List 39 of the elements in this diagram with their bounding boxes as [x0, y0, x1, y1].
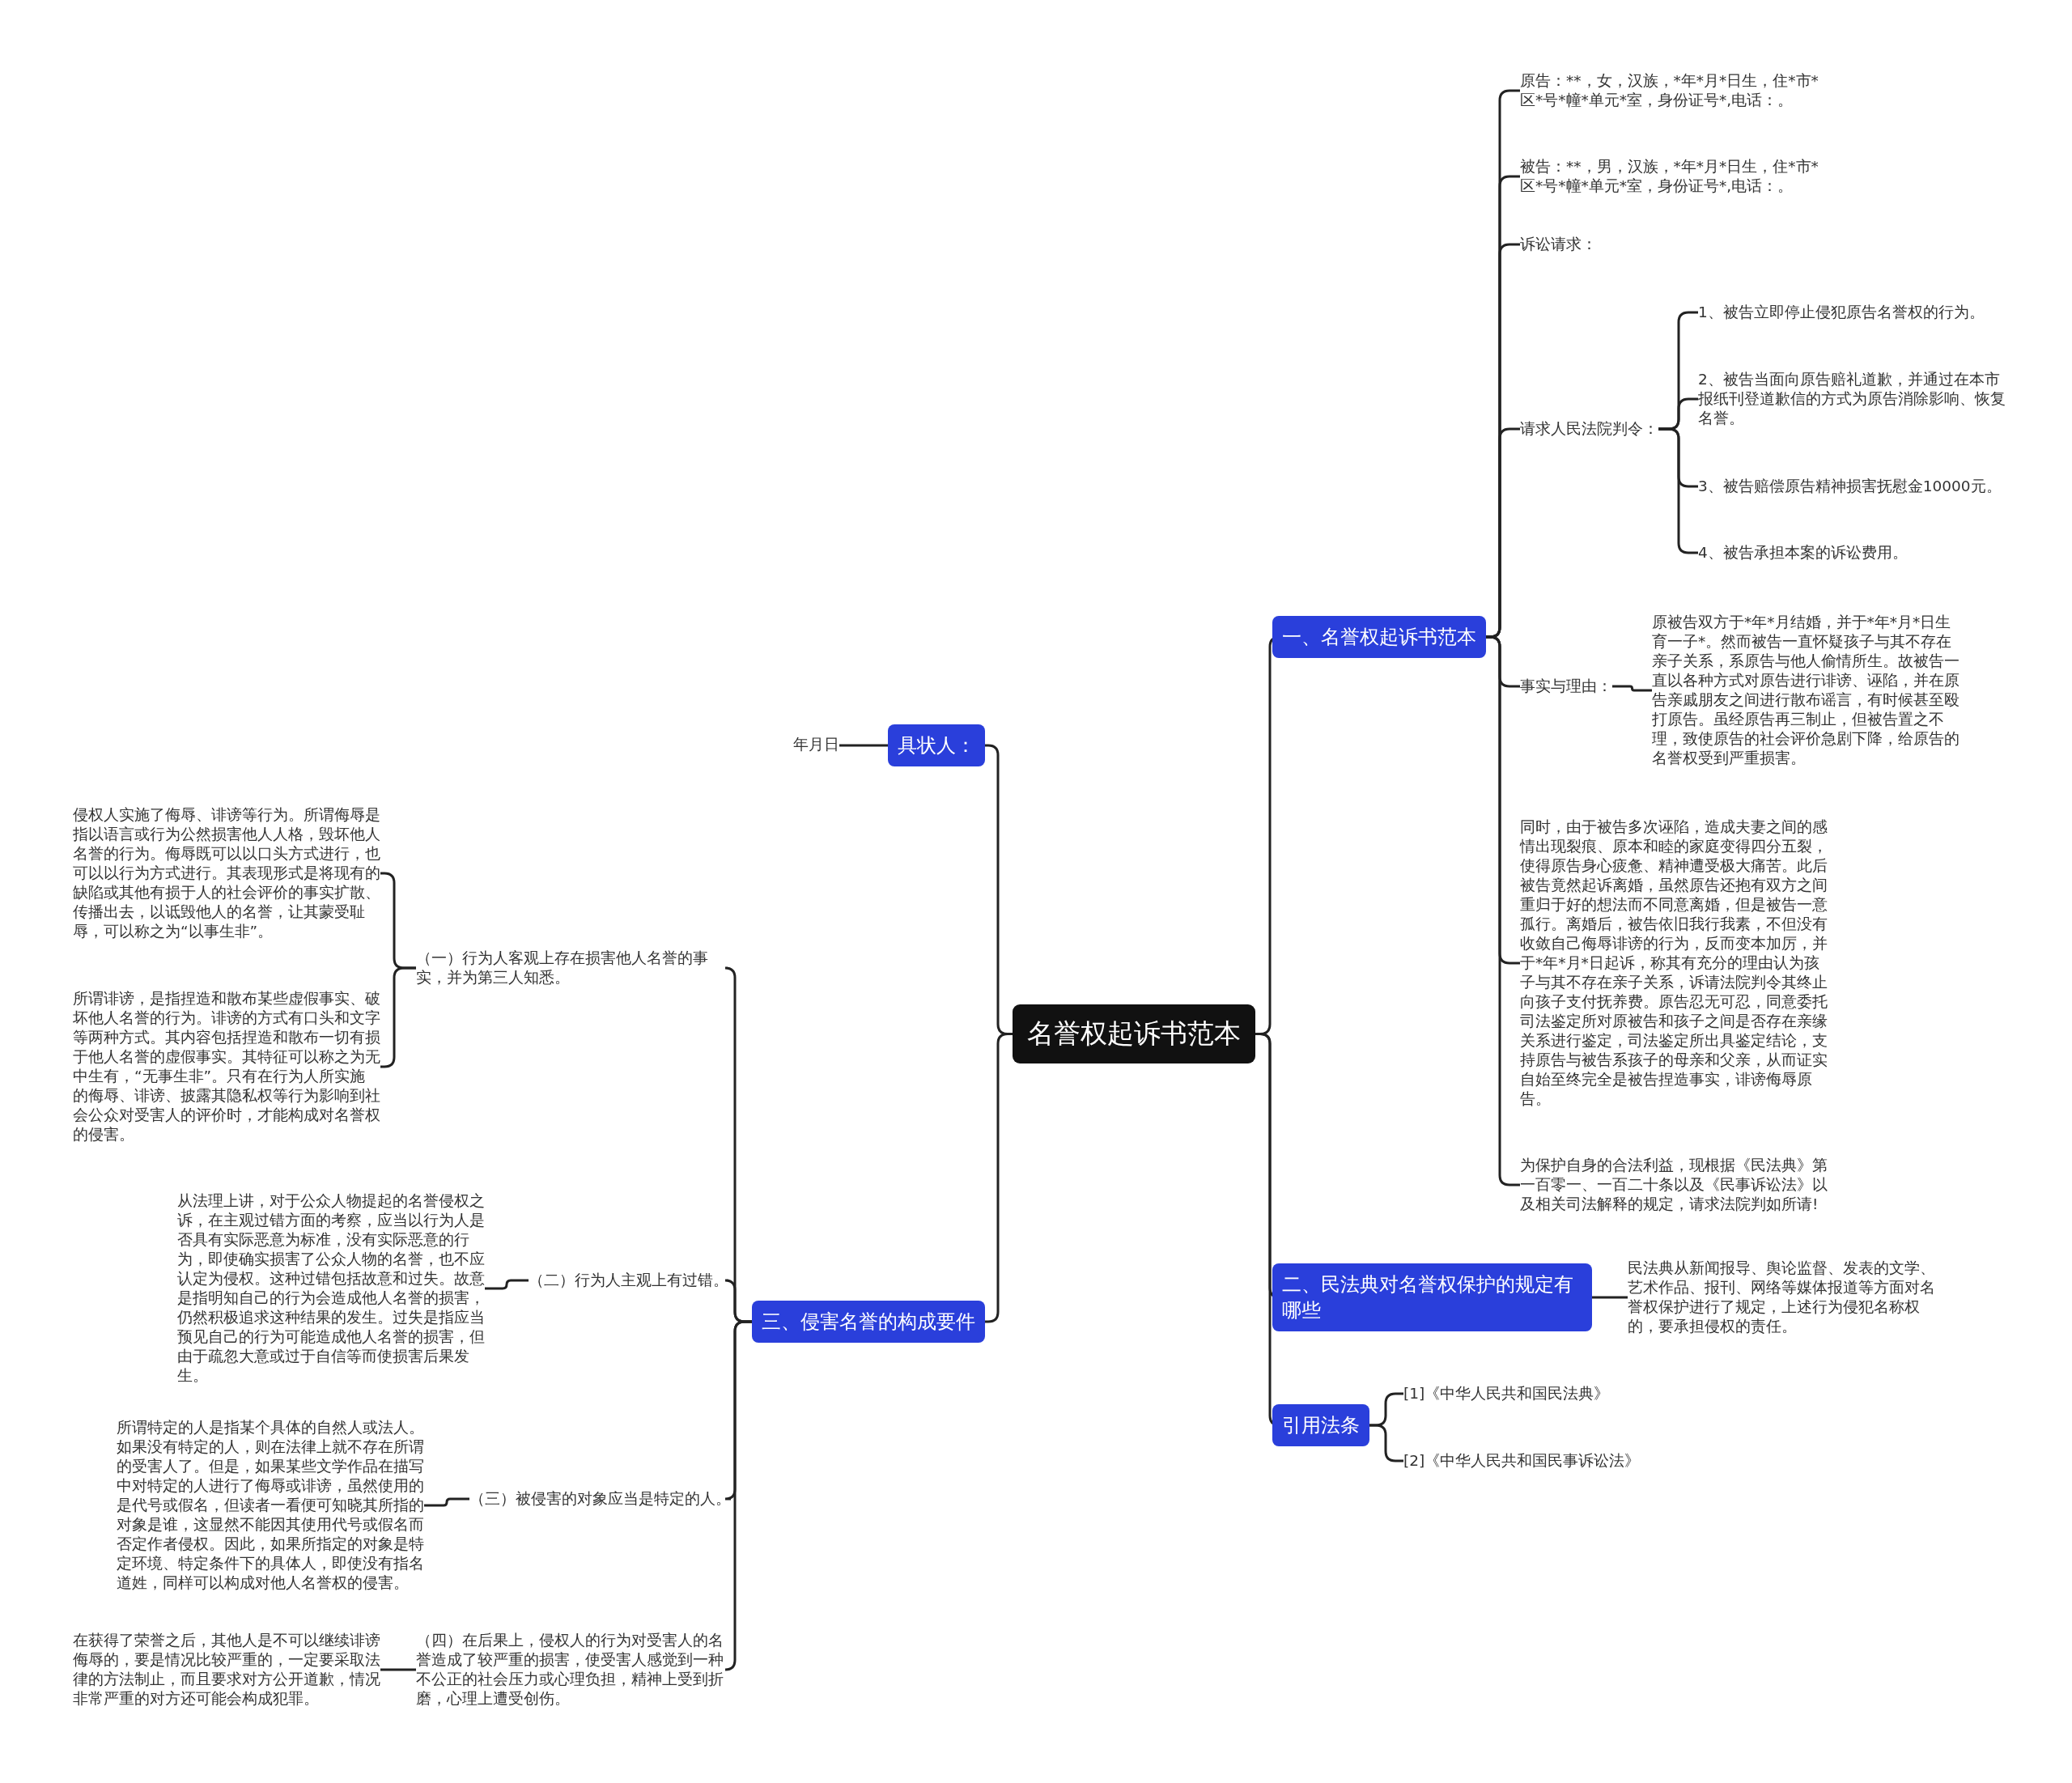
branch-text: 原被告双方于*年*月结婚，并于*年*月*日生育一子*。然而被告一直怀疑孩子与其不存在亲子关系，系原告与他人偷情所生。故被告一直以各种方式对原告进行诽谤、诬陷，并在原告亲戚朋友之间进行散布谣言，有时候甚至殴打原告。虽经原告再三制止，但被告置之不理，致使原告的社会评价急剧下降，给原告的名誉权受到严重损害。 — [1652, 613, 1964, 768]
topic-box: 具状人： — [888, 724, 985, 766]
branch-text: （二）行为人主观上有过错。 — [529, 1271, 728, 1290]
connector-line — [724, 1320, 752, 1671]
branch-text: 侵权人实施了侮辱、诽谤等行为。所谓侮辱是指以语言或行为公然损害他人人格，毁坏他人名誉的行为。侮辱既可以以口头方式进行，也可以以行为方式进行。其表现形式是将现有的缺陷或其他有损于人的社会评价的事实扩散、传播出去，以诋毁他人的名誉，让其蒙受耻辱，可以称之为“以事生非”。 — [73, 805, 380, 941]
branch-text: 4、被告承担本案的诉讼费用。 — [1698, 543, 1908, 562]
branch-text: 年月日 — [793, 735, 839, 754]
branch-text: 所谓诽谤，是指捏造和散布某些虚假事实、破坏他人名誉的行为。诽谤的方式有口头和文字等两种方式。其内容包括捏造和散布一切有损于他人名誉的虚假事实。其特征可以称之为无中生有，“无事生非”。只有在行为人所实施的侮辱、诽谤、披露其隐私权等行为影响到社会公众对受害人的评价时，才能构成对名誉权的侵害。 — [73, 989, 380, 1144]
branch-text: （四）在后果上，侵权人的行为对受害人的名誉造成了较严重的损害，使受害人感觉到一种不公正的社会压力或心理负担，精神上受到折磨，心理上遭受创伤。 — [416, 1631, 728, 1709]
topic-box: 一、名誉权起诉书范本 — [1272, 616, 1486, 658]
branch-text: 请求人民法院判令： — [1520, 419, 1658, 439]
connector-line — [1612, 685, 1652, 692]
connector-line — [1592, 1296, 1628, 1299]
central-topic-box: 名誉权起诉书范本 — [1013, 1004, 1255, 1063]
branch-text: 事实与理由： — [1520, 677, 1612, 696]
branch-text: 为保护自身的合法利益，现根据《民法典》第一百零一、一百二十条以及《民事诉讼法》以及相关司法解释的规定，请求法院判如所请! — [1520, 1156, 1832, 1214]
branch-text: 1、被告立即停止侵犯原告名誉权的行为。 — [1698, 303, 1985, 322]
connector-line — [424, 1497, 469, 1507]
branch-text: 从法理上讲，对于公众人物提起的名誉侵权之诉，在主观过错方面的考察，应当以行为人是否具有实际恶意为标准，没有实际恶意的行为，即使确实损害了公众人物的名誉，也不应认定为侵权。这种过错包括故意和过失。故意是指明知自己的行为会造成他人名誉的损害，仍然积极追求这种结果的发生。过失是指应当预见自己的行为可能造成他人名誉的损害，但由于疏忽大意或过于自信等而使损害后果发生。 — [177, 1191, 485, 1386]
branch-text: 在获得了荣誉之后，其他人是不可以继续诽谤侮辱的，要是情况比较严重的，一定要采取法律的方法制止，而且要求对方公开道歉，情况非常严重的对方还可能会构成犯罪。 — [73, 1631, 380, 1709]
topic-box: 引用法条 — [1272, 1404, 1369, 1446]
branch-text: 原告：**，女，汉族，*年*月*日生，住*市*区*号*幢*单元*室，身份证号*,电话：。 — [1520, 71, 1819, 110]
branch-text: [1]《中华人民共和国民法典》 — [1403, 1384, 1610, 1403]
branch-text: 同时，由于被告多次诬陷，造成夫妻之间的感情出现裂痕、原本和睦的家庭变得四分五裂，使得原告身心疲惫、精神遭受极大痛苦。此后被告竟然起诉离婚，虽然原告还抱有双方之间重归于好的想法而不同意离婚，但是被告一意孤行。离婚后，被告依旧我行我素，不但没有收敛自己侮辱诽谤的行为，反而变本加厉，并于*年*月*日起诉，称其有充分的理由认为孩子与其不存在亲子关系，诉请法院判令其终止向孩子支付抚养费。原告忍无可忍，同意委托司法鉴定所对原被告和孩子之间是否存在亲缘关系进行鉴定，司法鉴定所出具鉴定结论，支持原告与被告系孩子的母亲和父亲，从而证实自始至终完全是被告捏造事实，诽谤侮辱原告。 — [1520, 817, 1832, 1109]
branch-text: （三）被侵害的对象应当是特定的人。 — [469, 1489, 731, 1509]
branch-text: 3、被告赔偿原告精神损害抚慰金10000元。 — [1698, 477, 2002, 496]
branch-text: 2、被告当面向原告赔礼道歉，并通过在本市报纸刊登道歉信的方式为原告消除影响、恢复名誉。 — [1698, 370, 2010, 428]
branch-text: 民法典从新闻报导、舆论监督、发表的文学、艺术作品、报刊、网络等媒体报道等方面对名誉权保护进行了规定，上述行为侵犯名称权的，要承担侵权的责任。 — [1628, 1259, 1939, 1336]
branch-text: 诉讼请求： — [1520, 235, 1597, 254]
topic-box: 二、民法典对名誉权保护的规定有哪些 — [1272, 1263, 1592, 1331]
connector-line — [1369, 1424, 1403, 1462]
branch-text: 所谓特定的人是指某个具体的自然人或法人。如果没有特定的人，则在法律上就不存在所谓的受害人了。但是，如果某些文学作品在描写中对特定的人进行了侮辱或诽谤，虽然使用的是代号或假名，但读者一看便可知晓其所指的对象是谁，这显然不能因其使用代号或假名而否定作者侵权。因此，如果所指定的对象是特定环境、特定条件下的具体人，即使没有指名道姓，同样可以构成对他人名誉权的侵害。 — [117, 1418, 424, 1593]
branch-text: （一）行为人客观上存在损害他人名誉的事实，并为第三人知悉。 — [416, 949, 728, 987]
connector-line — [485, 1279, 529, 1290]
connector-line — [380, 1668, 416, 1671]
branch-text: [2]《中华人民共和国民事诉讼法》 — [1403, 1451, 1641, 1471]
connector-line — [839, 744, 888, 747]
topic-box: 三、侵害名誉的构成要件 — [752, 1301, 985, 1343]
branch-text: 被告：**，男，汉族，*年*月*日生，住*市*区*号*幢*单元*室，身份证号*,电话：。 — [1520, 157, 1819, 196]
